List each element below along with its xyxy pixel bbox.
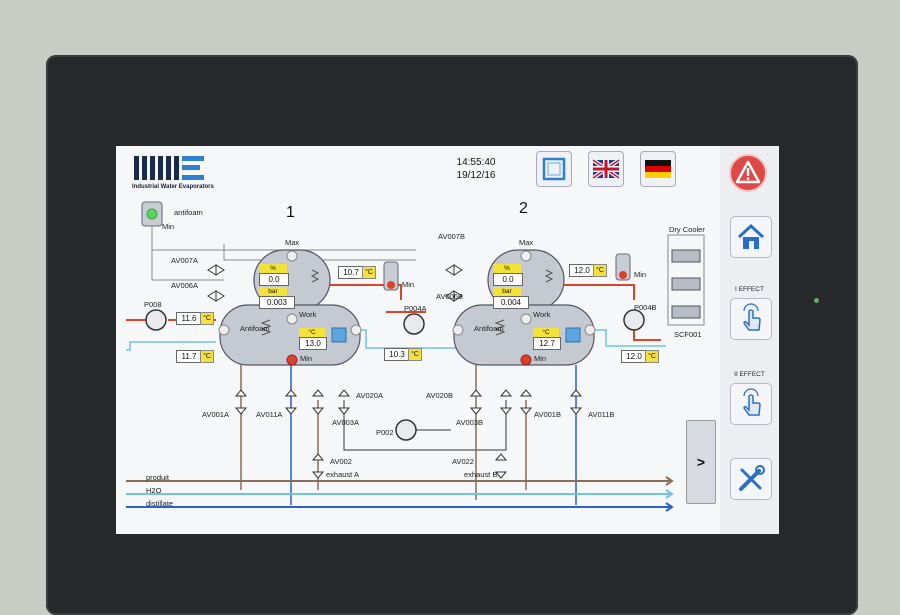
- tank1-percent-value: 0.0: [259, 273, 289, 286]
- tank1-temp-unit: °C: [299, 328, 325, 337]
- temp-right-top-unit: °C: [593, 264, 607, 277]
- header: Industrial Water Evaporators 14:55:40 19…: [116, 146, 716, 200]
- dry-cooler-label: Dry Cooler: [669, 225, 705, 234]
- tank1-percent-unit: %: [259, 264, 287, 273]
- tank2-percent-unit: %: [493, 264, 521, 273]
- touch-hand-icon: [743, 388, 761, 416]
- temp-right-bottom-value: 12.0: [621, 350, 647, 363]
- antifoam-level-lamp: [146, 208, 158, 220]
- pump-p002: [395, 419, 417, 441]
- touch-hand-icon: [743, 303, 761, 331]
- tools-icon: [739, 465, 765, 491]
- p004b-label: P004B: [634, 303, 657, 312]
- separator1-min-label: Min: [402, 280, 415, 289]
- power-led: [814, 298, 819, 303]
- home-icon: [737, 223, 765, 249]
- tank1-work-label: Work: [299, 310, 317, 319]
- line-distillate-label: distillate: [146, 499, 174, 508]
- antifoam-min-label: Min: [162, 222, 175, 231]
- language-en-button[interactable]: [588, 151, 624, 187]
- tank1-bar-unit: bar: [259, 287, 287, 296]
- logo: Industrial Water Evaporators: [132, 154, 214, 196]
- temp-left-bottom-value: 11.7: [176, 350, 202, 363]
- line-produit-label: produit: [146, 473, 169, 482]
- alarm-button[interactable]: [729, 154, 767, 192]
- valve-av001a-label: AV001A: [202, 410, 229, 419]
- clock-date: 19/12/16: [456, 170, 496, 181]
- exhaust-a-label: exhaust A: [326, 470, 359, 479]
- temp-mid-bottom-value: 10.3: [384, 348, 410, 361]
- tank2-min-label: Min: [534, 354, 547, 363]
- tank1-antifoam-label: Antifoam: [240, 324, 270, 333]
- tank2-temp-unit: °C: [533, 328, 559, 337]
- effect2-label: II EFFECT: [734, 371, 765, 378]
- valve-av006a-label: AV006A: [171, 281, 198, 290]
- germany-flag-icon: [645, 160, 671, 178]
- valve-av020b-label: AV020B: [426, 391, 453, 400]
- home-button[interactable]: [730, 216, 772, 258]
- tank2-temp-value: 12.7: [533, 337, 561, 350]
- valve-av003a-label: AV003A: [332, 418, 359, 427]
- temp-left-bottom-unit: °C: [200, 350, 214, 363]
- line-h2o-label: H2O: [146, 486, 162, 495]
- valve-av007b-label: AV007B: [438, 232, 465, 241]
- tank1-temp-value: 13.0: [299, 337, 327, 350]
- tank2-antifoam-label: Antifoam: [474, 324, 504, 333]
- fullscreen-button[interactable]: [536, 151, 572, 187]
- valve-av001b-label: AV001B: [534, 410, 561, 419]
- p008-temp-unit: °C: [200, 312, 214, 325]
- scf001-label: SCF001: [674, 330, 702, 339]
- fullscreen-icon: [542, 157, 566, 181]
- valve-av007a-label: AV007A: [171, 256, 198, 265]
- valve-av011b-label: AV011B: [588, 410, 615, 419]
- p002-label: P002: [376, 428, 394, 437]
- temp-right-bottom-unit: °C: [645, 350, 659, 363]
- tank2-bar-unit: bar: [493, 287, 521, 296]
- tank2-percent-value: 0.0: [493, 273, 523, 286]
- valve-av022-label: AV022: [452, 457, 474, 466]
- p008-label: P008: [144, 300, 162, 309]
- logo-company-name: Industrial Water Evaporators: [132, 184, 214, 190]
- pump-p004b: [623, 309, 645, 331]
- tank2-bar-value: 0.004: [493, 296, 529, 309]
- process-diagram: 1 2 antifoam Min Max % 0.0 bar 0.003 Wor…: [116, 200, 716, 534]
- clock-time: 14:55:40: [456, 157, 496, 168]
- temp-mid-bottom-unit: °C: [408, 348, 422, 361]
- hmi-screen: Industrial Water Evaporators 14:55:40 19…: [116, 146, 779, 534]
- effect1-title: 1: [286, 204, 295, 221]
- effect2-button[interactable]: [730, 383, 772, 425]
- valve-av011a-label: AV011A: [256, 410, 283, 419]
- valve-av003b-label: AV003B: [456, 418, 483, 427]
- effect1-button[interactable]: [730, 298, 772, 340]
- antifoam-label: antifoam: [174, 208, 203, 217]
- temp-mid-top-unit: °C: [362, 266, 376, 279]
- tank1-bar-value: 0.003: [259, 296, 295, 309]
- pump-p008: [145, 309, 167, 331]
- iwe-logo-icon: [134, 156, 204, 180]
- warning-icon: [735, 160, 761, 184]
- p004a-label: P004A: [404, 304, 427, 313]
- valve-av002-label: AV002: [330, 457, 352, 466]
- separator2-min-label: Min: [634, 270, 647, 279]
- next-page-button[interactable]: >: [686, 420, 716, 504]
- tank2-max-label: Max: [519, 238, 534, 247]
- tank1-min-label: Min: [300, 354, 313, 363]
- temp-mid-top-value: 10.7: [338, 266, 364, 279]
- tank1-max-label: Max: [285, 238, 300, 247]
- exhaust-b-label: exhaust B: [464, 470, 498, 479]
- p008-temp-value: 11.6: [176, 312, 202, 325]
- uk-flag-icon: [592, 158, 620, 180]
- valve-av006b-label: AV006B: [436, 292, 463, 301]
- effect2-title: 2: [519, 200, 528, 217]
- process-piping: [126, 201, 705, 512]
- effect1-label: I EFFECT: [735, 286, 764, 293]
- sidebar: I EFFECT II EFFECT: [720, 146, 779, 534]
- settings-button[interactable]: [730, 458, 772, 500]
- valve-av020a-label: AV020A: [356, 391, 383, 400]
- clock: 14:55:40 19/12/16: [446, 156, 506, 182]
- language-de-button[interactable]: [640, 151, 676, 187]
- pump-p004a: [403, 313, 425, 335]
- tank2-work-label: Work: [533, 310, 551, 319]
- temp-right-top-value: 12.0: [569, 264, 595, 277]
